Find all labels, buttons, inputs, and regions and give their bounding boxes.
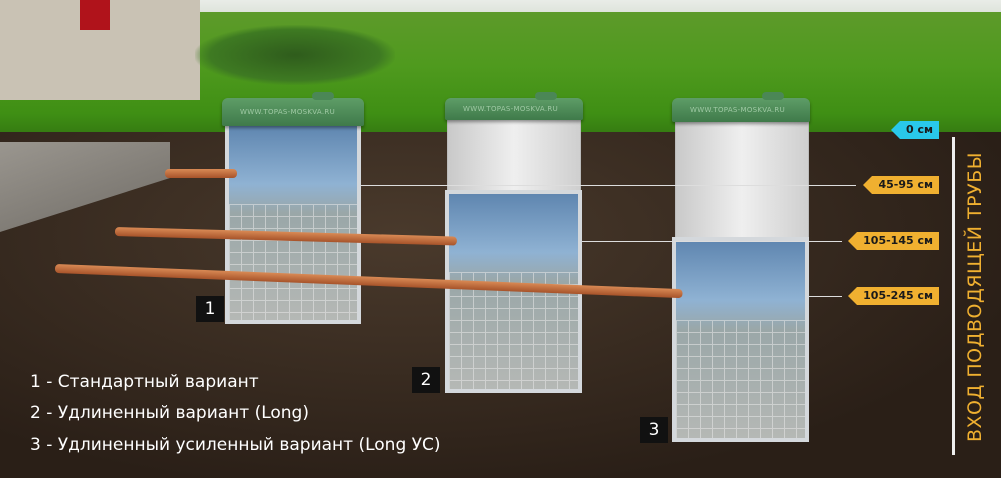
depth-line-45-95 [361,185,856,186]
tank-3-extension [675,120,809,240]
tank-2-lid: WWW.TOPAS-MOSKVA.RU [445,92,583,120]
tank-3-lid: WWW.TOPAS-MOSKVA.RU [672,92,810,122]
depth-tag-0: 0 см [891,121,939,139]
depth-tag-105-145: 105-145 см [848,232,939,250]
depth-tag-45-95: 45-95 см [863,176,939,194]
depth-axis-title: ВХОД ПОДВОДЯЩЕЙ ТРУБЫ [964,152,986,442]
depth-line-105-145 [582,241,842,242]
legend-item-2: 2 - Удлиненный вариант (Long) [30,403,309,423]
tank-1-body [225,122,361,324]
depth-axis-line [952,137,955,455]
tank-3-number: 3 [640,417,668,443]
tank-2-number: 2 [412,367,440,393]
tank-1-number: 1 [196,296,224,322]
lid-text: WWW.TOPAS-MOSKVA.RU [240,108,336,116]
house [0,0,200,100]
legend-item-1: 1 - Стандартный вариант [30,372,259,392]
tank-2-body [445,190,582,393]
tank-1-lid: WWW.TOPAS-MOSKVA.RU [222,92,364,126]
lid-text: WWW.TOPAS-MOSKVA.RU [463,105,559,113]
tank-3-body [672,237,809,442]
depth-line-105-245 [809,296,842,297]
bushes [195,25,395,85]
tank-2-extension [447,118,581,192]
legend-item-3: 3 - Удлиненный усиленный вариант (Long У… [30,435,441,455]
lid-text: WWW.TOPAS-MOSKVA.RU [690,106,786,114]
inlet-pipe-1 [165,169,237,178]
house-door [80,0,110,30]
depth-tag-105-245: 105-245 см [848,287,939,305]
